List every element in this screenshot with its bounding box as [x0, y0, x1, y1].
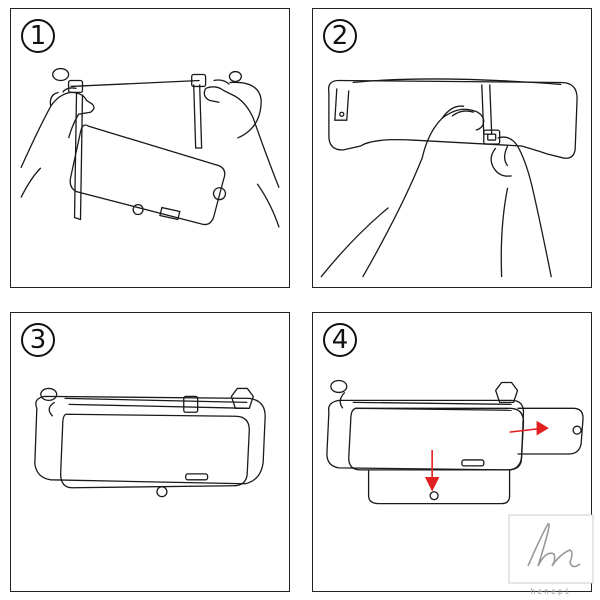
step-number: 2 — [323, 19, 357, 53]
step-3-illustration — [11, 313, 289, 591]
step-1-illustration — [11, 9, 289, 287]
slide-down-arrow — [426, 450, 438, 490]
step-number: 4 — [323, 323, 357, 357]
step-number: 3 — [21, 323, 55, 357]
signature-logo-icon — [508, 514, 594, 584]
step-3-panel: 3 — [10, 312, 290, 592]
step-4-illustration — [313, 313, 591, 591]
watermark-text: henepi — [530, 587, 572, 596]
step-4-panel: 4 — [312, 312, 592, 592]
step-number: 1 — [21, 19, 55, 53]
step-2-illustration — [313, 9, 591, 287]
step-1-panel: 1 — [10, 8, 290, 288]
slide-right-arrow — [510, 422, 548, 434]
watermark-logo: henepi — [508, 514, 594, 596]
step-2-panel: 2 — [312, 8, 592, 288]
